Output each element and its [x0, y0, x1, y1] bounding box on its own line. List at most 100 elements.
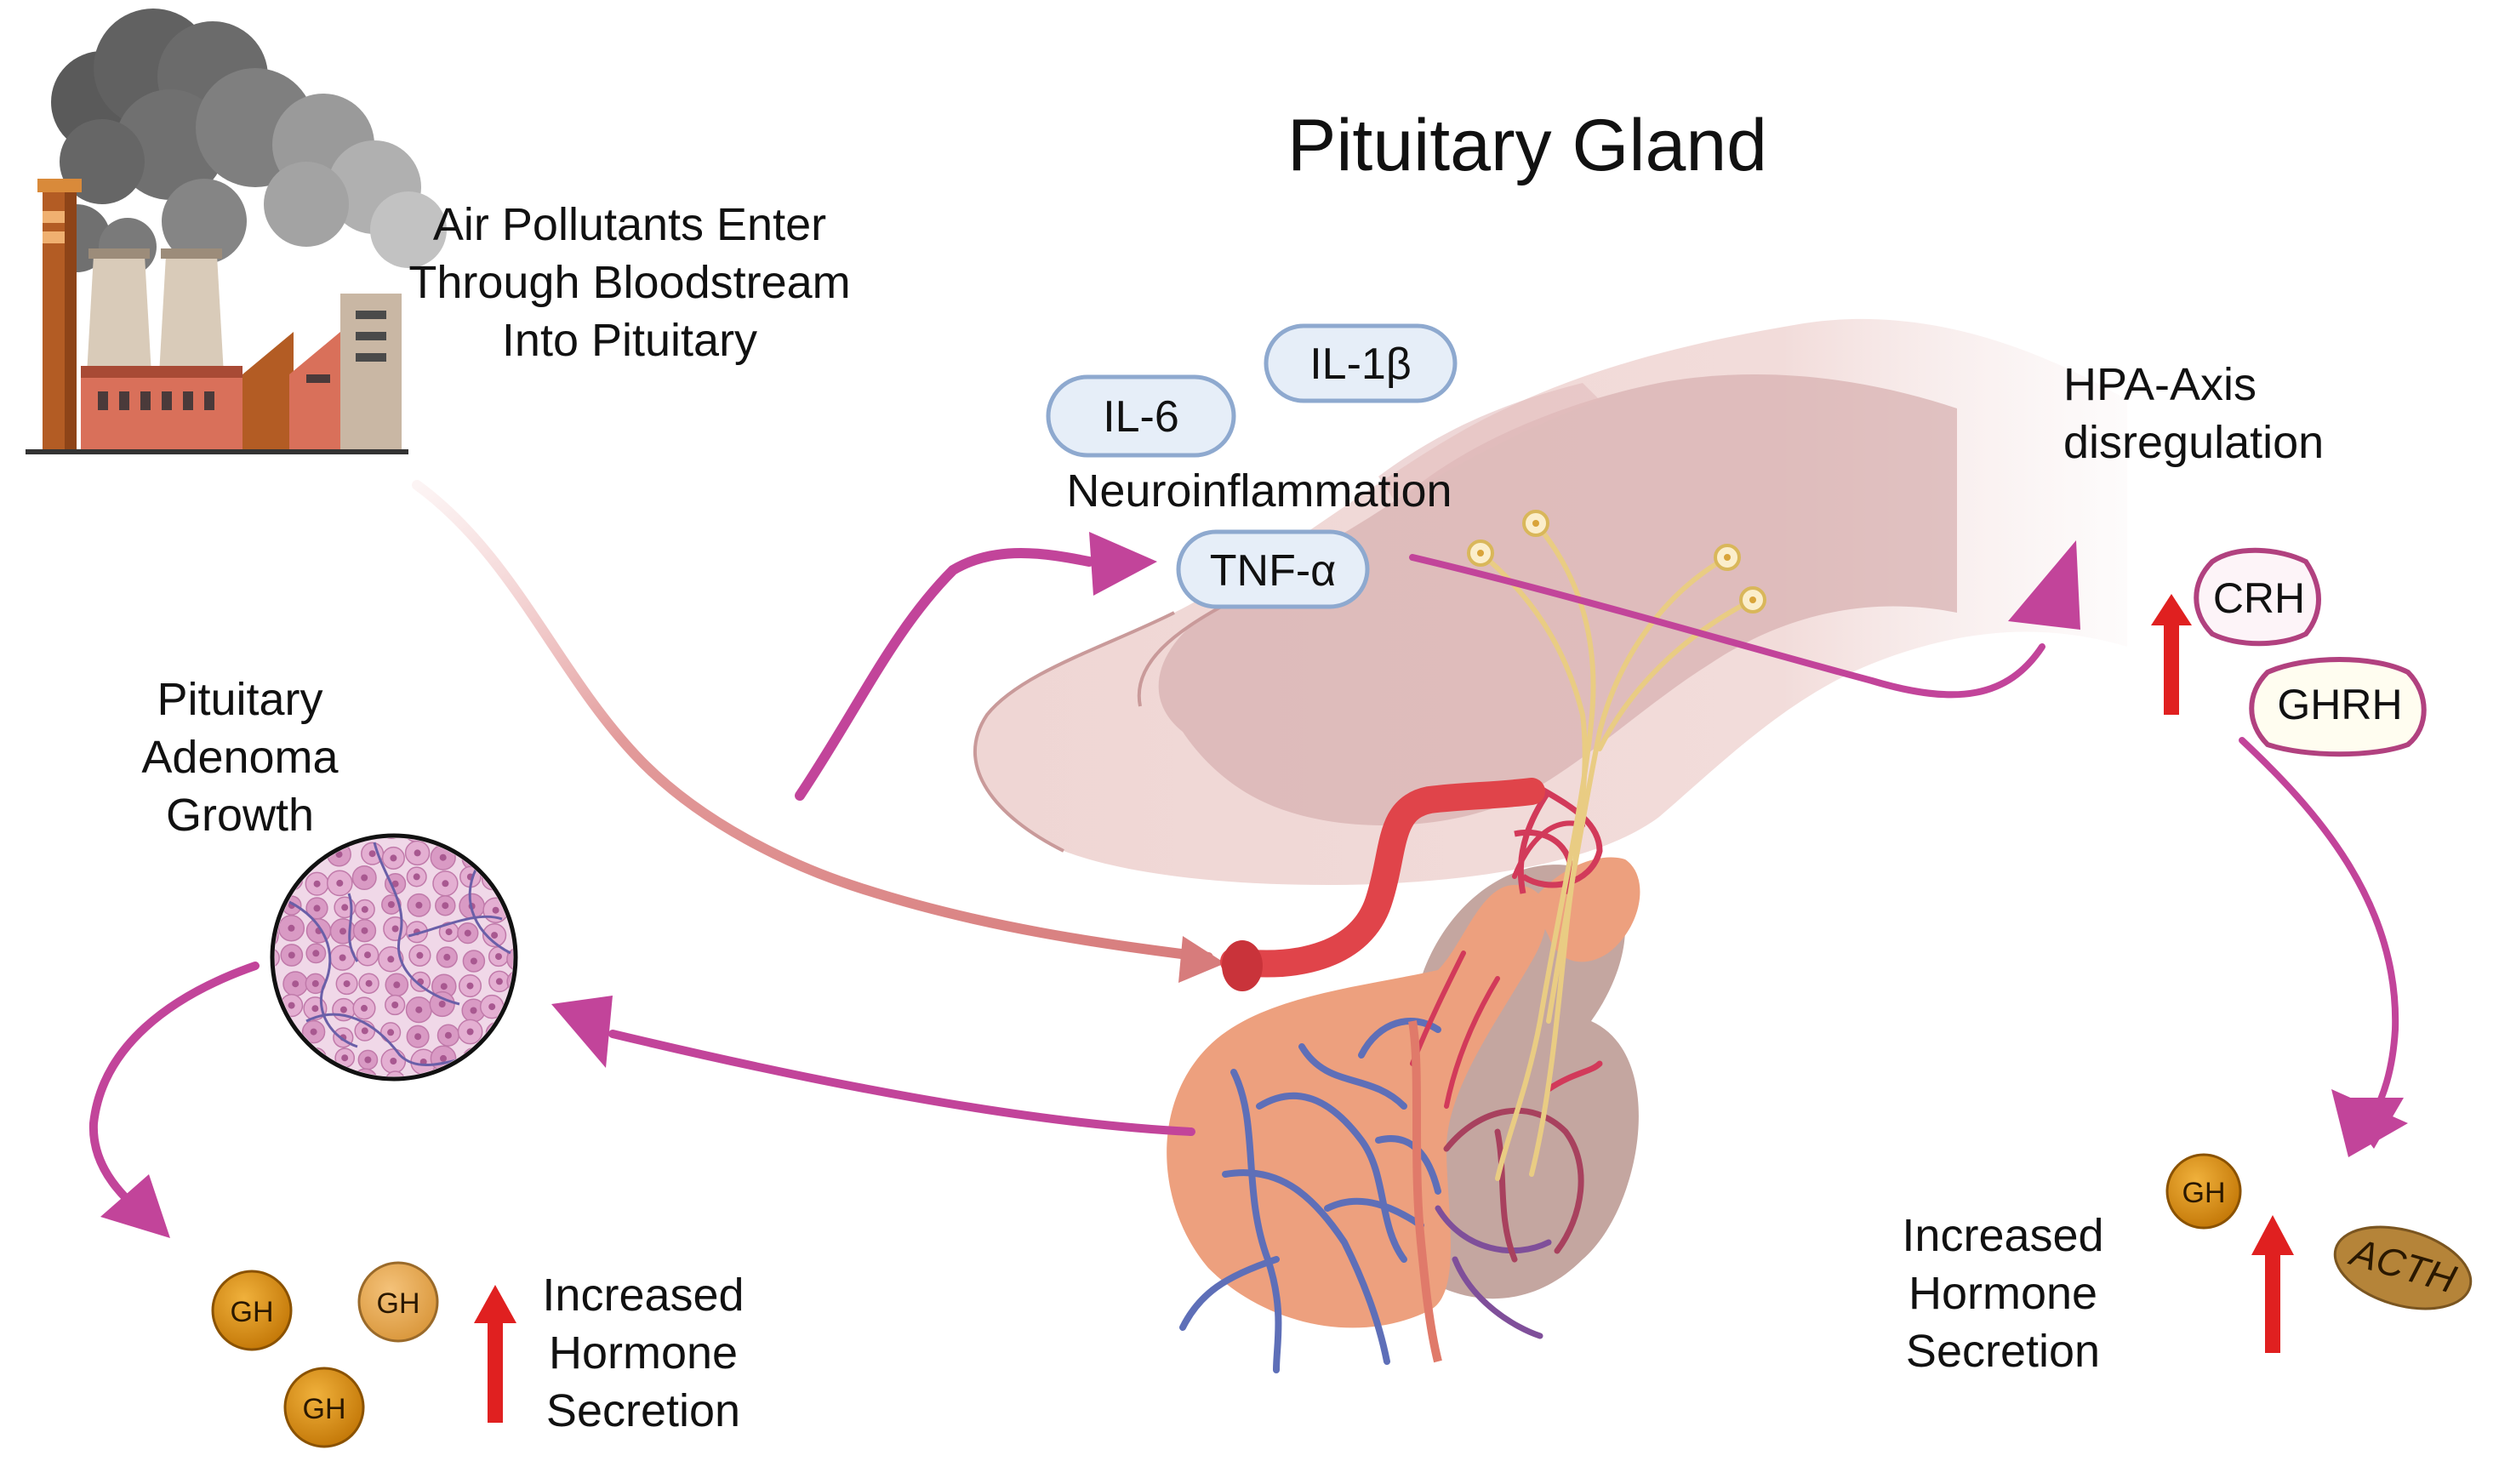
- tissue-cell-nucleus: [292, 980, 300, 988]
- tissue-cell-nucleus: [438, 1001, 446, 1007]
- tissue-cell-nucleus: [368, 850, 376, 858]
- tissue-cell: [506, 842, 513, 867]
- tissue-cell-nucleus: [414, 849, 421, 857]
- tissue-cell: [506, 1022, 513, 1046]
- svg-text:CRH: CRH: [2213, 574, 2305, 622]
- process-arrows: [88, 532, 2408, 1238]
- increase-arrow-right: [2251, 1215, 2294, 1353]
- svg-text:Hormone: Hormone: [1908, 1268, 2097, 1319]
- tissue-cell-nucleus: [387, 1029, 395, 1036]
- tissue-cell: [378, 838, 405, 840]
- tissue-cell-nucleus: [466, 982, 474, 990]
- tissue-cell-nucleus: [288, 1002, 295, 1009]
- tissue-cell-nucleus: [391, 925, 399, 933]
- tissue-cell-nucleus: [414, 1033, 422, 1041]
- tissue-cell-nucleus: [494, 825, 500, 831]
- tissue-cell: [255, 876, 274, 894]
- tissue-cell-nucleus: [311, 1086, 318, 1093]
- tissue-cell-nucleus: [265, 1058, 272, 1064]
- cytokine-il1b: IL-1β: [1264, 323, 1458, 403]
- hormone-acth: ACTH: [2333, 1225, 2473, 1310]
- hormone-gh-right: GH: [2165, 1153, 2242, 1230]
- svg-text:GH: GH: [2182, 1177, 2226, 1209]
- pollutant-caption: Air Pollutants Enter Through Bloodstream…: [408, 199, 850, 366]
- bloodstream-arrow: [412, 480, 1213, 962]
- tissue-cell-nucleus: [311, 979, 319, 987]
- tissue-cell-nucleus: [445, 928, 453, 936]
- increase-arrow-left: [474, 1285, 516, 1423]
- tissue-cell-nucleus: [311, 849, 318, 857]
- tissue-cell: [275, 847, 277, 870]
- tissue-cell-nucleus: [491, 932, 499, 939]
- svg-text:GHRH: GHRH: [2277, 681, 2402, 728]
- tissue-cell-nucleus: [315, 825, 322, 832]
- hormone-crh: CRH: [2194, 547, 2321, 647]
- tissue-cell-nucleus: [340, 1081, 347, 1087]
- tissue-cell-nucleus: [341, 823, 348, 830]
- svg-text:Pituitary: Pituitary: [157, 674, 322, 725]
- tissue-cell-nucleus: [443, 953, 451, 961]
- tissue-cell: [280, 842, 305, 867]
- tissue-cell-nucleus: [262, 1078, 269, 1085]
- tissue-cell-nucleus: [288, 924, 295, 932]
- tissue-cell-nucleus: [387, 956, 395, 963]
- tissue-cell: [385, 1070, 406, 1076]
- tissue-cell-nucleus: [518, 905, 525, 911]
- tissue-cell-nucleus: [361, 1027, 368, 1035]
- tissue-cell: [305, 1079, 325, 1099]
- tissue-cell: [331, 1070, 357, 1076]
- tissue-cell-nucleus: [391, 880, 399, 888]
- tissue-cell-nucleus: [488, 1082, 495, 1089]
- tissue-cell-nucleus: [470, 957, 477, 965]
- tissue-cell-nucleus: [440, 983, 448, 990]
- tissue-cell-nucleus: [264, 899, 271, 906]
- tissue-cell: [486, 838, 507, 839]
- increase-arrow-hpa: [2151, 594, 2192, 715]
- tissue-cell-nucleus: [311, 1005, 319, 1013]
- svg-text:GH: GH: [377, 1287, 420, 1320]
- tissue-cell-nucleus: [362, 1077, 368, 1084]
- tissue-cell-nucleus: [361, 874, 368, 882]
- tissue-cell: [481, 1049, 505, 1075]
- tissue-cell: [514, 868, 533, 888]
- tissue-cell: [510, 838, 513, 839]
- cytokine-tnfa: TNF-α: [1176, 529, 1370, 609]
- tissue-cell-nucleus: [465, 1082, 472, 1088]
- tissue-cell-nucleus: [470, 1055, 477, 1063]
- tissue-cell: [431, 1073, 455, 1076]
- hormone-ghrh: GHRH: [2249, 657, 2427, 757]
- svg-text:Growth: Growth: [166, 790, 314, 841]
- tissue-cell-nucleus: [494, 1030, 501, 1037]
- tissue-cell-nucleus: [471, 854, 478, 862]
- tissue-cell-nucleus: [519, 1004, 526, 1011]
- hpa-caption: HPA-Axis disregulation: [2063, 359, 2324, 468]
- tissue-cell-nucleus: [261, 882, 268, 888]
- tissue-cell-nucleus: [465, 830, 471, 837]
- tissue-cell-nucleus: [284, 1028, 292, 1036]
- svg-text:HPA-Axis: HPA-Axis: [2063, 359, 2257, 410]
- hormone-gh-left-1: GH: [211, 1270, 293, 1351]
- svg-text:Hormone: Hormone: [549, 1327, 738, 1378]
- tissue-cell-nucleus: [521, 926, 528, 933]
- tissue-cell-nucleus: [515, 1030, 522, 1037]
- tissue-cell: [431, 838, 457, 842]
- tissue-cell-nucleus: [364, 1056, 372, 1064]
- svg-text:Secretion: Secretion: [1906, 1326, 2100, 1377]
- svg-text:Through Bloodstream: Through Bloodstream: [408, 257, 850, 308]
- tissue-cell-nucleus: [288, 876, 296, 884]
- tissue-cell-nucleus: [522, 1080, 529, 1087]
- tissue-cell: [275, 891, 279, 915]
- tissue-cell-nucleus: [364, 951, 371, 959]
- tissue-cell-nucleus: [341, 904, 349, 911]
- blood-vessel: [1220, 778, 1545, 978]
- tissue-cell-nucleus: [414, 1086, 421, 1093]
- svg-text:GH: GH: [303, 1393, 346, 1425]
- tissue-cell: [479, 1073, 505, 1076]
- tissue-cell: [275, 1050, 280, 1072]
- tissue-cell-nucleus: [517, 825, 524, 832]
- tissue-cell: [276, 1046, 301, 1072]
- tissue-cell-nucleus: [416, 951, 424, 959]
- tissue-cell: [506, 947, 513, 972]
- tissue-cell-nucleus: [492, 906, 499, 914]
- adenoma-caption: Pituitary Adenoma Growth: [141, 674, 339, 841]
